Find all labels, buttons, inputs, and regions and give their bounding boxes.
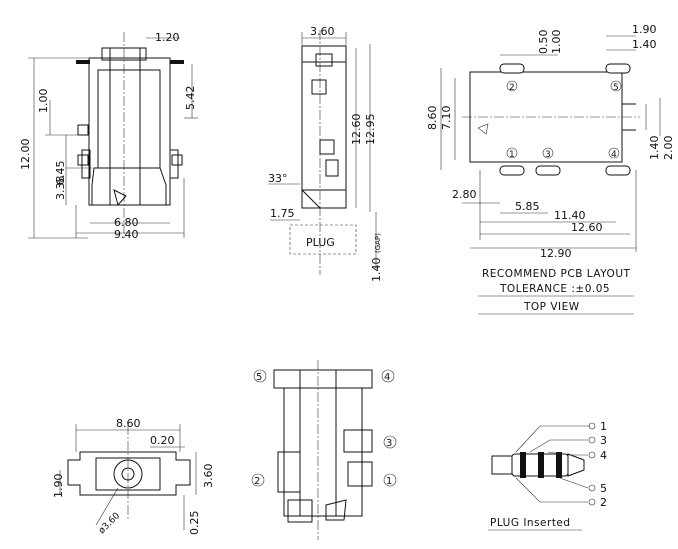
dim-lower-height: 3.38 [54, 176, 67, 201]
pcb-pin-5: 5 [613, 83, 619, 93]
pcb-note-line2: TOLERANCE :±0.05 [499, 283, 610, 295]
dim-bottom-bottom-offset: 0.25 [188, 511, 201, 536]
dim-right-a: 1.40 [648, 136, 661, 161]
dim-mid-height: 6.45 [54, 161, 67, 186]
rear-pin-3: 3 [386, 438, 392, 449]
dim-span-3: 12.60 [571, 221, 603, 234]
dim-gap-value: 1.40 [370, 258, 383, 283]
dim-bottom-left-height: 1.90 [52, 474, 65, 499]
dim-tip-depth: 1.75 [270, 207, 295, 220]
rear-pin-5: 5 [256, 372, 262, 383]
dim-side-height-a: 12.60 [350, 114, 363, 146]
dim-outer-width: 9.40 [114, 228, 139, 241]
bottom-view: 8.60 0.20 1.90 3.60 ø3.60 0.25 [52, 417, 215, 536]
dim-pin-pitch: 1.00 [37, 89, 50, 114]
dim-top-height-a: 8.60 [426, 106, 439, 131]
pcb-note-line3: TOP VIEW [523, 301, 580, 313]
dim-hole-dia: ø3.60 [97, 511, 122, 536]
dim-top-width: 1.20 [155, 31, 180, 44]
dim-bottom-width: 8.60 [116, 417, 141, 430]
plug-pin-3: 3 [600, 434, 607, 447]
pcb-pin-1: 1 [509, 150, 515, 160]
dim-right-b: 2.00 [662, 136, 675, 161]
dim-pad-offset-a: 0.50 [537, 30, 550, 55]
dim-angle: 33° [268, 172, 288, 185]
pcb-note-line1: RECOMMEND PCB LAYOUT [482, 268, 631, 280]
dim-side-height-b: 12.95 [364, 114, 377, 146]
plug-caption: PLUG Inserted [490, 517, 571, 529]
plug-pin-4: 4 [600, 449, 607, 462]
side-view: PLUG 3.60 12.60 12.95 33° 1.75 1.40 (GAP… [268, 25, 383, 282]
dim-span-1: 5.85 [515, 200, 540, 213]
plug-inserted-view: 1 3 4 5 2 PLUG Inserted [488, 420, 607, 531]
rear-pin-2: 2 [254, 476, 260, 487]
side-plug-label: PLUG [306, 236, 335, 249]
dim-left-offset: 2.80 [452, 188, 477, 201]
dim-body-width: 3.60 [310, 25, 335, 38]
dim-total-height: 12.00 [19, 139, 32, 171]
dim-bottom-offset: 0.20 [150, 434, 175, 447]
rear-pin-4: 4 [384, 372, 390, 383]
front-view: 1.20 1.00 5.42 12.00 6.45 3.38 6.80 9.40 [19, 31, 198, 241]
dim-inner-width: 6.80 [114, 216, 139, 229]
rear-pin-1: 1 [386, 476, 392, 487]
dim-pad-width-b: 1.40 [632, 38, 657, 51]
pcb-pin-2: 2 [509, 83, 515, 93]
dim-pad-width-a: 1.90 [632, 23, 657, 36]
dim-upper-height: 5.42 [184, 86, 197, 111]
plug-pin-1: 1 [600, 420, 607, 433]
dim-span-4: 12.90 [540, 247, 572, 260]
dim-top-height-b: 7.10 [440, 106, 453, 131]
dim-gap-suffix: (GAP) [374, 233, 382, 253]
dim-pad-offset-b: 1.00 [550, 30, 563, 55]
pcb-pin-4: 4 [611, 150, 617, 160]
rear-view: 5 4 3 2 1 [251, 360, 397, 540]
pcb-pin-3: 3 [545, 150, 551, 160]
dim-span-2: 11.40 [554, 209, 586, 222]
dim-bottom-right-height: 3.60 [202, 464, 215, 489]
top-view: 2 5 1 3 4 0.50 1.00 1.90 1.40 8.60 7.10 … [426, 23, 675, 315]
plug-pin-2: 2 [600, 496, 607, 509]
plug-pin-5: 5 [600, 482, 607, 495]
